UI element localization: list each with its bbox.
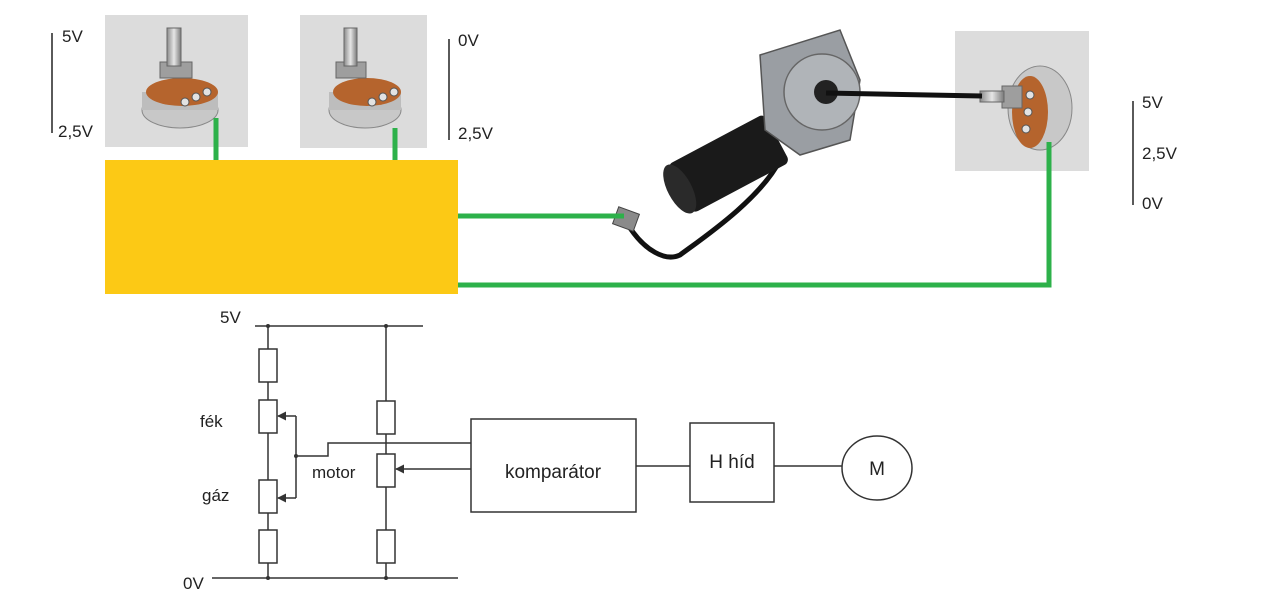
wire-feedback [458, 142, 1052, 288]
wiper-motor-photo [611, 29, 861, 260]
feedback-pot-photo [955, 31, 1089, 171]
resistor-bottom-right [376, 529, 396, 564]
motor-pot-label: motor [312, 463, 356, 482]
junction-dot [384, 576, 388, 580]
wiper-to-comparator [296, 442, 471, 457]
pot2-scale-bottom: 2,5V [458, 124, 494, 143]
pot1-scale-top: 5V [62, 27, 83, 46]
pot2-scale-top: 0V [458, 31, 479, 50]
controller-box [105, 160, 458, 294]
gearbox-hub [814, 80, 838, 104]
brake-label: fék [200, 412, 223, 431]
motor-connector [611, 206, 641, 232]
resistor-bottom-left [258, 529, 278, 564]
pot-nut [1001, 85, 1023, 109]
pot1-scale-bottom: 2,5V [58, 122, 94, 141]
pot-shaft [166, 27, 182, 67]
motor-body [669, 115, 788, 212]
comparator-block [470, 418, 637, 513]
pot-terminal [191, 92, 201, 102]
comparator-label: komparátor [505, 462, 602, 483]
pot-terminal [1021, 124, 1031, 134]
motor-cable [627, 158, 783, 260]
pot-terminal [202, 87, 212, 97]
junction-dot [384, 324, 388, 328]
motor-symbol-label: M [869, 459, 885, 480]
brake-potentiometer [258, 399, 278, 434]
ground-label: 0V [183, 574, 204, 593]
throttle-label: gáz [202, 486, 229, 505]
motor-end-cap [663, 164, 697, 214]
schematic: 5V 0V fék gáz motor komparátor H híd [183, 308, 913, 593]
pot-terminal [367, 97, 377, 107]
shaft-link [825, 90, 983, 99]
junction-dot [266, 324, 270, 328]
pot-terminal [1023, 107, 1033, 117]
junction-dot [266, 576, 270, 580]
motor-symbol [841, 435, 913, 501]
pot-terminal [1025, 90, 1035, 100]
pot-terminal [389, 87, 399, 97]
h-bridge-label: H híd [709, 452, 754, 473]
junction-dot [294, 454, 298, 458]
throttle-potentiometer [258, 479, 278, 514]
pot-terminal [378, 92, 388, 102]
pot-shaft [979, 90, 1005, 103]
supply-label: 5V [220, 308, 241, 327]
brake-pot-photo [300, 15, 427, 148]
resistor-top-left [258, 348, 278, 383]
throttle-pot-photo [105, 15, 248, 147]
feedback-scale-mid: 2,5V [1142, 144, 1178, 163]
h-bridge-block [689, 422, 775, 503]
feedback-scale-top: 5V [1142, 93, 1163, 112]
resistor-top-right [376, 400, 396, 435]
pot-terminal [180, 97, 190, 107]
pot-shaft [343, 27, 358, 67]
motor-potentiometer [376, 453, 396, 488]
feedback-scale-bottom: 0V [1142, 194, 1163, 213]
